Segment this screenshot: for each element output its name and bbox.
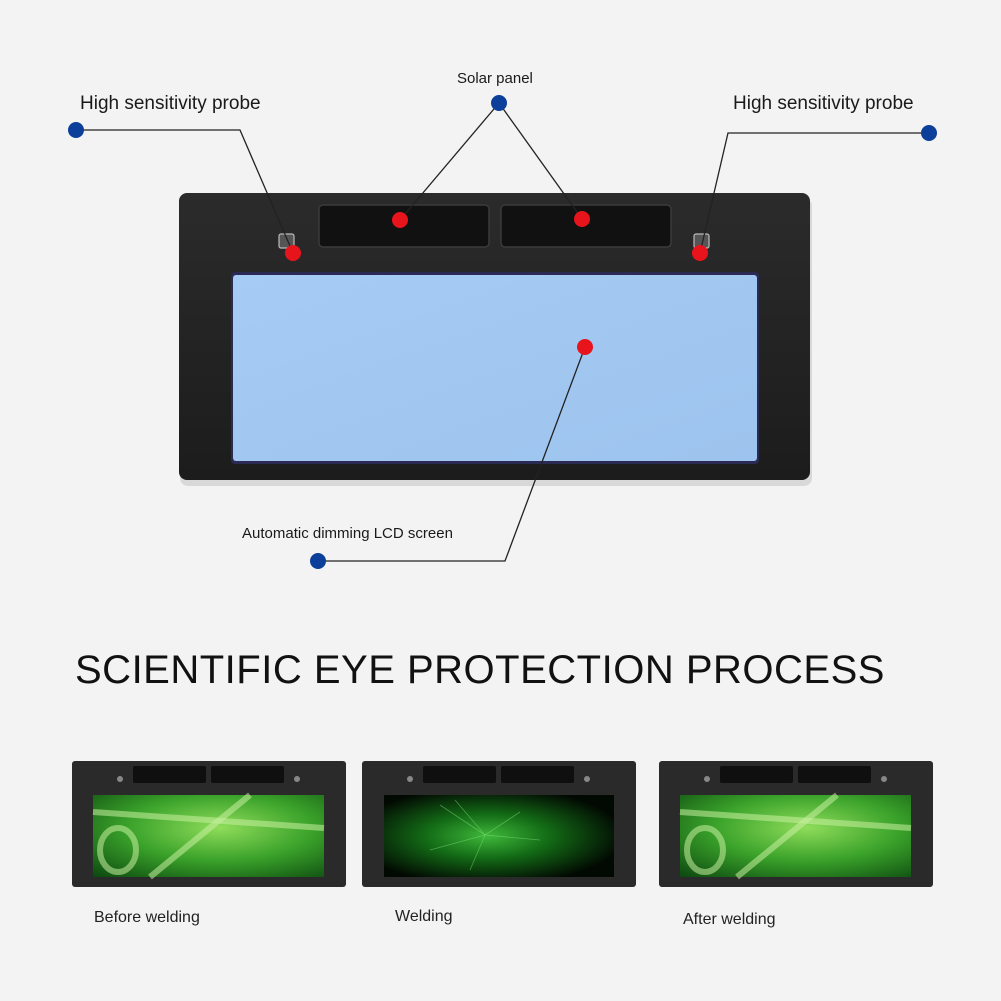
thumb-solar-cell xyxy=(720,766,793,783)
marker-lcd-dot xyxy=(310,553,326,569)
thumb-sensor xyxy=(117,776,123,782)
thumb-sensor xyxy=(881,776,887,782)
thumb-after-welding xyxy=(659,761,933,887)
blue-markers xyxy=(68,95,937,569)
thumb-solar-cell xyxy=(501,766,574,783)
leader-probe-left xyxy=(76,129,294,254)
point-lcd xyxy=(577,339,593,355)
pipe-scene xyxy=(679,792,912,880)
thumb-solar-cell xyxy=(133,766,206,783)
label-probe-left: High sensitivity probe xyxy=(80,93,261,114)
label-lcd-screen: Automatic dimming LCD screen xyxy=(242,525,453,542)
point-probe-left xyxy=(285,245,301,261)
thumb-solar-cell xyxy=(798,766,871,783)
thumb-solar-cell xyxy=(211,766,284,783)
weld-sparks xyxy=(429,799,541,871)
thumb-solar-cell xyxy=(423,766,496,783)
thumb-before-welding xyxy=(72,761,346,887)
thumb-sensor xyxy=(407,776,413,782)
point-solar-right xyxy=(574,211,590,227)
thumb-sensor xyxy=(704,776,710,782)
section-heading: SCIENTIFIC EYE PROTECTION PROCESS xyxy=(75,648,885,692)
thumb-sensor xyxy=(584,776,590,782)
label-probe-right: High sensitivity probe xyxy=(733,93,914,114)
solar-cell-right xyxy=(500,204,672,248)
red-markers xyxy=(285,211,708,355)
pipe-scene xyxy=(92,792,325,880)
point-solar-left xyxy=(392,212,408,228)
leader-solar-left xyxy=(399,102,500,221)
caption-welding: Welding xyxy=(395,908,453,925)
leader-probe-right xyxy=(699,132,929,254)
label-solar-panel: Solar panel xyxy=(457,70,533,87)
leader-solar-right xyxy=(498,102,583,220)
caption-after-welding: After welding xyxy=(683,911,776,928)
point-probe-right xyxy=(692,245,708,261)
marker-probe-left-dot xyxy=(68,122,84,138)
leader-lines xyxy=(76,102,929,562)
caption-before-welding: Before welding xyxy=(94,909,200,926)
marker-probe-right-dot xyxy=(921,125,937,141)
leader-lcd xyxy=(318,346,586,562)
main-filter xyxy=(179,193,812,486)
marker-solar-dot xyxy=(491,95,507,111)
lcd-screen xyxy=(233,275,757,461)
sensor-left xyxy=(278,233,295,249)
thumb-welding xyxy=(362,761,636,887)
thumb-sensor xyxy=(294,776,300,782)
